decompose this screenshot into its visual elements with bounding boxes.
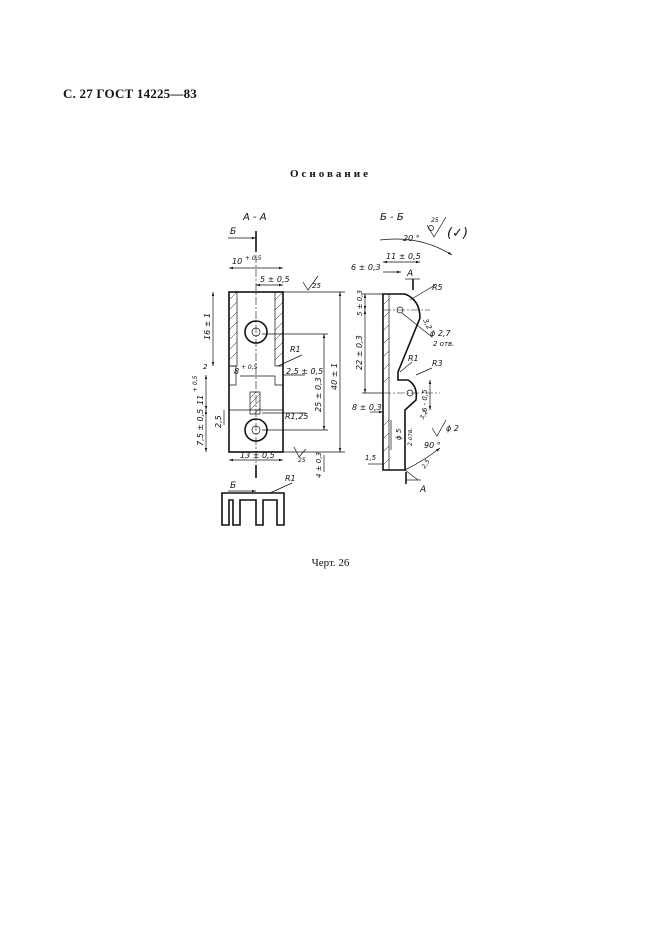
aa-right-wall — [274, 291, 284, 367]
bb-phi2-sym — [431, 419, 447, 437]
aa-small2-value: 2,5 ± 0,5 — [286, 367, 323, 376]
aa-dim-height-left-value: 16 ± 1 — [203, 313, 212, 340]
bb-angle90: 90 ° — [424, 441, 441, 450]
aa-roughness-value: 25 — [312, 282, 321, 290]
aa-dim-h25-value: 2,5 — [214, 415, 223, 428]
bb-body-outline — [382, 293, 421, 471]
aa-roughness-sym — [302, 275, 319, 291]
aa-hatching — [228, 291, 284, 361]
aa-step — [240, 375, 283, 386]
bb-r5-leader — [409, 284, 436, 301]
aa-dim-height-total-value: 40 ± 1 — [330, 363, 339, 390]
bb-surface-value: 25 — [431, 217, 439, 224]
bb-dim-22-value: 22 ± 0,3 — [355, 335, 364, 370]
section-bb: Б - Б 25 (✓) 20 ° 11 ± 0,5 6 ± 0,3 А — [351, 212, 468, 495]
aa-dim-h11-value: 11 — [196, 395, 205, 405]
bb-dim-5-value: 5 ± 0,3 — [356, 290, 364, 316]
bb-angle20-arc — [379, 238, 453, 256]
aa-r1-value: R1 — [290, 345, 301, 354]
bb-phi2: ϕ 2 — [446, 424, 459, 433]
drawing-title: Основание — [289, 168, 371, 180]
cut-marker-top-label: Б — [230, 227, 236, 237]
bb-angle20: 20 ° — [403, 234, 420, 243]
bb-dim-8-value: 8 ± 0,3 — [352, 403, 382, 412]
bb-surface-sym2: (✓) — [447, 226, 468, 241]
bb-dim-605-value: 6 - 0,5 — [421, 389, 429, 412]
bb-angle90-arc — [404, 447, 441, 471]
aa-dim-h75-value: 7,5 ± 0,5 — [196, 409, 205, 446]
bb-surface-sym — [426, 216, 447, 238]
view-b-label: Б — [230, 481, 236, 491]
bb-d25: 2,5 — [421, 458, 432, 470]
aa-dim-small-value: 2 — [203, 363, 208, 371]
aa-dim-bottom-h-value: 4 ± 0,3 — [315, 452, 323, 478]
aa-slot-tol: + 0,5 — [241, 364, 258, 371]
bb-dim-11-value: 11 ± 0,5 — [386, 252, 421, 261]
aa-tab-hatch — [249, 391, 261, 415]
bb-holes: 2 отв. — [433, 340, 454, 348]
aa-dim-top-tol: + 0,5 — [245, 255, 262, 262]
bb-lower-leader — [404, 469, 419, 481]
page-header: С. 27 ГОСТ 14225—83 — [63, 86, 197, 101]
bb-r1-leader — [399, 361, 413, 373]
aa-roughness-bottom-value: 25 — [298, 457, 306, 464]
bb-marker-a-bottom: А — [419, 485, 426, 495]
bb-r5: R5 — [432, 283, 443, 292]
section-bb-label: Б - Б — [380, 212, 404, 223]
bb-d32b: 3,2 — [419, 409, 430, 421]
bb-hatching — [382, 298, 390, 466]
bb-surface-circle — [428, 225, 434, 231]
bb-r3: R3 — [432, 359, 443, 368]
section-aa: А - А Б — [192, 212, 345, 478]
bb-otv2: 2 отв. — [407, 428, 414, 446]
aa-roughness-bottom-sym — [293, 446, 307, 458]
aa-dim-top-value: 10 — [232, 257, 242, 266]
bb-phi27: ϕ 2,7 — [430, 329, 451, 338]
view-b-r1-leader — [269, 482, 293, 494]
bb-d15: 1,5 — [365, 454, 377, 462]
view-b-outline — [221, 492, 285, 526]
bb-dim-6-value: 6 ± 0,3 — [351, 263, 381, 272]
bb-left-wall — [382, 293, 390, 471]
bb-r1: R1 — [408, 354, 419, 363]
aa-dim-bottom-value: 13 ± 0,5 — [240, 451, 275, 460]
aa-dim-height-mid-value: 25 ± 0,3 — [314, 377, 323, 412]
aa-left-notch — [229, 365, 237, 386]
aa-dim-offset-value: 5 ± 0,5 — [260, 275, 290, 284]
bb-r3-leader — [415, 367, 433, 376]
view-b: Б R1 — [221, 474, 296, 526]
section-aa-label: А - А — [242, 212, 267, 223]
aa-r125-value: R1,25 — [285, 412, 308, 421]
aa-slot-value: 8 — [234, 367, 239, 376]
aa-r1-leader — [277, 354, 303, 367]
aa-tab — [249, 391, 261, 415]
view-b-r1: R1 — [285, 474, 296, 483]
aa-dim-h11-tol: + 0,5 — [192, 375, 199, 392]
bb-phi27-leader — [401, 312, 433, 338]
bb-marker-a: А — [406, 269, 413, 279]
bb-phi5: ϕ 5 — [395, 428, 403, 440]
figure-caption: Черт. 26 — [311, 557, 350, 569]
